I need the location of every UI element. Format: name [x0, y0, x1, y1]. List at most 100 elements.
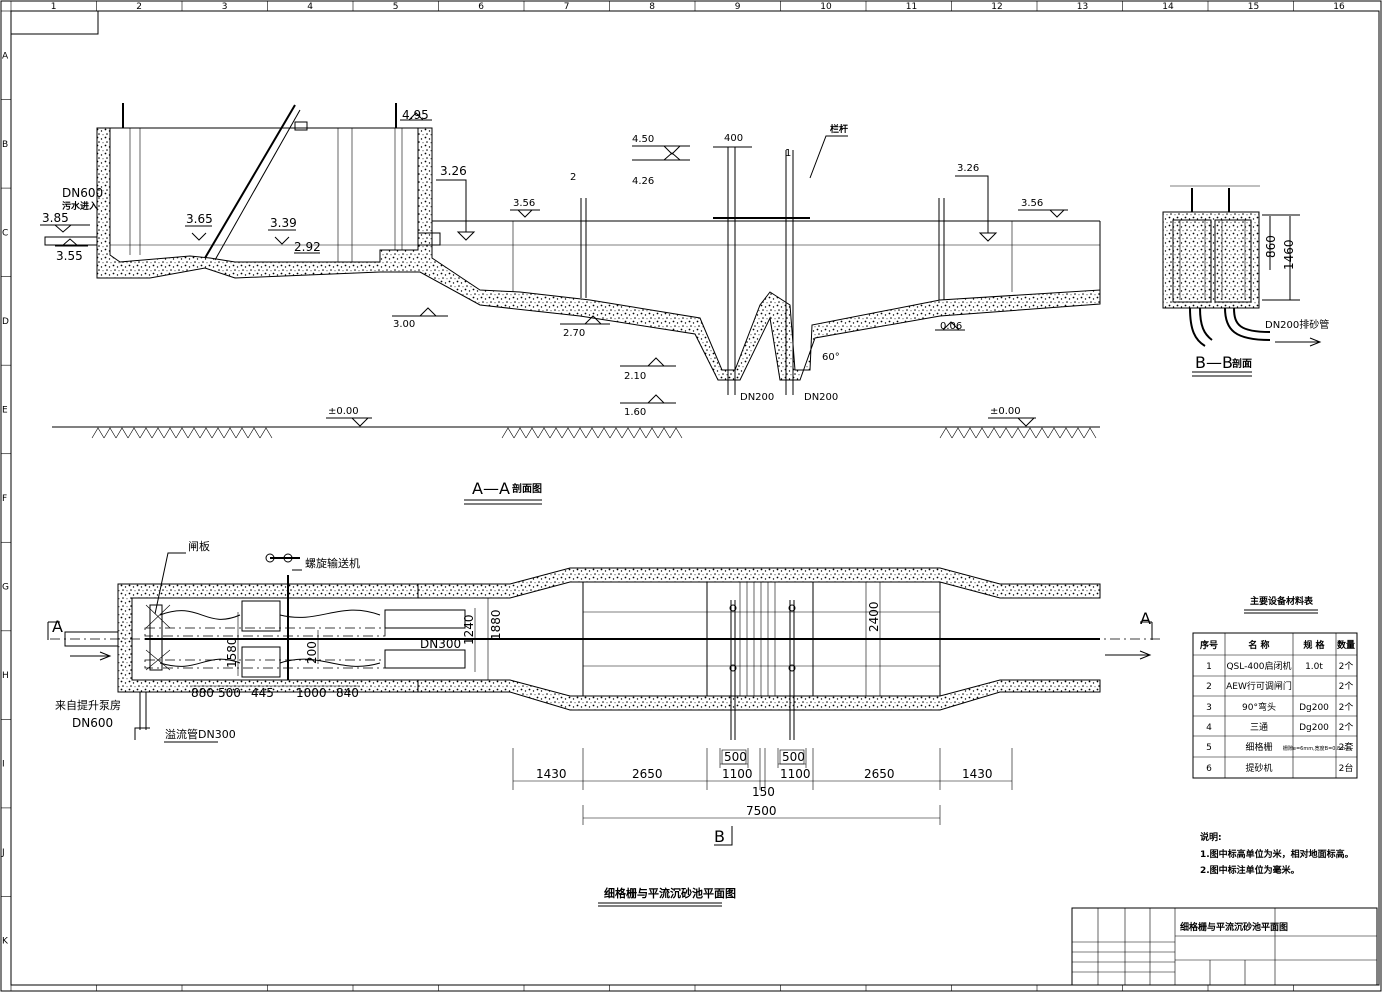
- dim-1430-right: 1430: [962, 767, 993, 781]
- section-a-right: A: [1140, 609, 1151, 628]
- dim-840: 840: [336, 686, 359, 700]
- label-screw-conveyor: 螺旋输送机: [305, 556, 360, 570]
- table-cell: 2个: [1339, 722, 1354, 733]
- elev-1-60: 1.60: [624, 407, 646, 418]
- table-cell: 细格栅: [1245, 741, 1272, 753]
- equipment-table-title: 主要设备材料表: [1250, 595, 1314, 607]
- label-dn600: DN600: [72, 716, 113, 730]
- notes-heading: 说明:: [1200, 831, 1222, 843]
- elev-4-26: 4.26: [632, 176, 654, 187]
- table-cell: Dg200: [1299, 723, 1329, 733]
- dim-860: 860: [1264, 235, 1278, 258]
- dim-1100-left: 1100: [722, 767, 753, 781]
- col-number: 4: [307, 2, 313, 12]
- label-overflow: 溢流管DN300: [165, 727, 236, 741]
- col-number: 12: [991, 2, 1002, 12]
- elev-3-00: 3.00: [393, 319, 415, 330]
- table-cell: QSL-400启闭机: [1226, 660, 1291, 672]
- dim-1240: 1240: [462, 614, 476, 645]
- section-bb: 860 1460 DN200排砂管 B—B 剖面: [1162, 185, 1329, 377]
- row-letter: D: [2, 317, 9, 327]
- table-cell: 1.0t: [1305, 662, 1323, 672]
- plan-view: 闸板 螺旋输送机 来自提升泵房 DN600 溢流管DN300 DN300 A A…: [47, 539, 1160, 907]
- elev-3-55: 3.55: [56, 249, 83, 263]
- notes-line-1: 1.图中标高单位为米，相对地面标高。: [1200, 848, 1354, 860]
- table-header: 数量: [1337, 639, 1355, 651]
- pipe-dn200-right: DN200: [804, 392, 838, 403]
- table-cell: 2: [1206, 682, 1212, 692]
- table-cell: 6: [1206, 764, 1212, 774]
- row-letter: B: [2, 140, 8, 150]
- table-cell: 90°弯头: [1242, 701, 1276, 713]
- table-cell: 2个: [1339, 702, 1354, 713]
- mark-2: 2: [570, 172, 576, 183]
- table-cell: 5: [1206, 743, 1212, 753]
- elev-0-06: 0.06: [940, 321, 962, 332]
- section-bb-title: B—B: [1195, 353, 1233, 372]
- dim-400: 400: [724, 133, 743, 144]
- dim-2400: 2400: [867, 601, 881, 632]
- col-number: 7: [564, 2, 570, 12]
- section-aa-suffix: 剖面图: [512, 482, 542, 495]
- dim-1580: 1580: [225, 637, 239, 668]
- table-cell: 提砂机: [1245, 762, 1272, 774]
- inlet-pipe-label: DN600: [62, 186, 103, 200]
- col-number: 6: [478, 2, 484, 12]
- col-number: 9: [735, 2, 741, 12]
- row-letter: C: [2, 228, 8, 238]
- elev-zero-right: ±0.00: [990, 406, 1021, 417]
- elev-3-85: 3.85: [42, 211, 69, 225]
- dim-500-right: 500: [782, 750, 805, 764]
- rail-note: 栏杆: [830, 123, 848, 135]
- row-letter: F: [2, 494, 7, 504]
- title-block: 细格栅与平流沉砂池平面图: [1071, 907, 1378, 986]
- section-aa: 3.85 3.55 DN600 污水进入 3.65 3.39 2.92 4.95…: [40, 103, 1101, 505]
- elev-2-10: 2.10: [624, 371, 646, 382]
- pipe-dn200-left: DN200: [740, 392, 774, 403]
- table-cell: 1: [1206, 662, 1212, 672]
- dim-150: 150: [752, 785, 775, 799]
- notes: 说明: 1.图中标高单位为米，相对地面标高。 2.图中标注单位为毫米。: [1200, 831, 1354, 876]
- dim-1460: 1460: [1282, 239, 1296, 270]
- elev-3-26-left: 3.26: [440, 164, 467, 178]
- inlet-note: 污水进入: [62, 200, 98, 212]
- dim-1100-right: 1100: [780, 767, 811, 781]
- title-block-drawing-name: 细格栅与平流沉砂池平面图: [1180, 921, 1288, 933]
- col-number: 13: [1077, 2, 1088, 12]
- col-number: 10: [820, 2, 832, 12]
- elev-2-70: 2.70: [563, 328, 585, 339]
- table-cell: 2台: [1339, 762, 1354, 774]
- elev-3-65: 3.65: [186, 212, 213, 226]
- dim-1000: 1000: [296, 686, 327, 700]
- drain-pipe-label: DN200排砂管: [1265, 318, 1329, 331]
- mark-1: 1: [785, 148, 791, 159]
- col-number: 5: [393, 2, 399, 12]
- row-letter: H: [2, 671, 9, 681]
- elev-4-50: 4.50: [632, 134, 654, 145]
- row-letter: E: [2, 405, 8, 415]
- dim-2650-right: 2650: [864, 767, 895, 781]
- section-b: B: [714, 827, 725, 846]
- elev-zero-left: ±0.00: [328, 406, 359, 417]
- table-cell: 三通: [1250, 722, 1268, 733]
- label-gate: 闸板: [188, 539, 210, 553]
- ground-hatch: [91, 427, 1097, 439]
- row-letter: J: [1, 848, 5, 858]
- section-bb-suffix: 剖面: [1232, 357, 1252, 370]
- dim-500-left: 500: [724, 750, 747, 764]
- dim-7500: 7500: [746, 804, 777, 818]
- elev-3-56-left: 3.56: [513, 198, 535, 209]
- table-cell: 2个: [1339, 681, 1354, 692]
- table-cell: 栅隙e=6mm,宽度B=0.8m: [1283, 745, 1345, 752]
- section-a-left: A: [52, 617, 63, 636]
- dim-2650-left: 2650: [632, 767, 663, 781]
- dim-445: 445: [251, 686, 274, 700]
- col-number: 14: [1162, 2, 1174, 12]
- row-letter: I: [2, 760, 5, 770]
- table-header: 序号: [1200, 639, 1218, 651]
